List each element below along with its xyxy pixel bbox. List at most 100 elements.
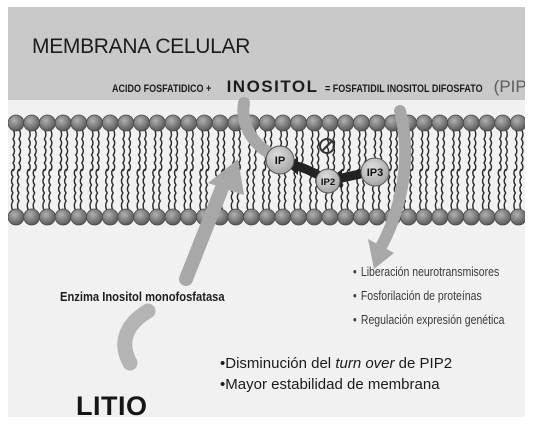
lipid-tail [483,169,485,211]
lipid-tail [396,129,398,171]
lipid-head [463,115,479,131]
lipid-tail [92,129,94,171]
lipid-head [479,209,495,225]
consequence-text: Disminución del [225,355,335,372]
lipid-tail [107,129,109,171]
lipid-tail [457,169,459,211]
lipid-tail [247,169,249,211]
lipid-tail [467,169,469,211]
ip-node-label: IP [275,155,285,167]
lipid-head [55,115,71,131]
effect-item: Liberación neurotransmisores [353,263,504,287]
lipid-tail [420,169,422,211]
lipid-tail [139,129,141,171]
lipid-tail [504,169,506,211]
lipid-head [8,209,24,225]
lipid-head [259,115,275,131]
lipid-head [338,209,354,225]
lipid-tail [521,129,523,171]
lipid-head [8,115,24,131]
effect-item: Fosforilación de proteínas [353,287,504,311]
lipid-tail [190,169,192,211]
lipid-tail [90,169,92,211]
lipid-head [71,209,87,225]
lipid-tail [489,169,491,211]
lipid-tail [427,129,429,171]
lipid-head [510,115,525,131]
ip3-node-label: IP3 [367,167,384,179]
lipid-tail [98,129,100,171]
lipid-tail [169,169,171,211]
lipid-tail [443,129,445,171]
lipid-tail [33,169,35,211]
lipid-tail [76,129,78,171]
lipid-head [181,115,197,131]
lipid-tail [44,129,46,171]
lipid-tail [159,169,161,211]
lipid-head [291,115,307,131]
lipid-tail [184,169,186,211]
lipid-tail [35,129,37,171]
lipid-tail [263,169,265,211]
lipid-head [463,209,479,225]
lipid-tail [27,169,29,211]
lipid-tail [153,169,155,211]
lipid-head [149,115,165,131]
lipid-tail [441,169,443,211]
lipid-tail [29,129,31,171]
lipid-tail [500,129,502,171]
lipid-tail [49,169,51,211]
lipid-tail [143,169,145,211]
lipid-tail [498,169,500,211]
lipid-tail [490,129,492,171]
consequence-item: Disminución del turn over de PIP2 [220,353,452,374]
lipid-head [322,209,338,225]
lipid-head [369,115,385,131]
lipid-tail [18,169,20,211]
lipid-tail [43,169,45,211]
lipid-tail [410,169,412,211]
lipid-tail [473,169,475,211]
lipid-tail [269,169,271,211]
lipid-tail [437,129,439,171]
lipid-tail [186,129,188,171]
lipid-heads-inner [8,209,525,225]
lipid-head [87,115,103,131]
lipid-tail [106,169,108,211]
lipid-tail [50,129,52,171]
consequence-italic: turn over [335,355,394,372]
lipid-head [244,209,260,225]
lipid-tail [284,169,286,211]
lipid-head [149,209,165,225]
inhibition-icon [320,139,334,153]
lipid-head [306,209,322,225]
lipid-head [165,115,181,131]
lipid-head [102,209,118,225]
enzyme-label: Enzima Inositol monofosfatasa [60,289,225,304]
ip-node: IP [266,146,294,174]
lipid-tail [474,129,476,171]
lipid-head [118,209,134,225]
lipid-tail [223,129,225,171]
lipid-tail [145,129,147,171]
lipid-tail [317,129,319,171]
lipid-head [181,209,197,225]
lipid-tail [300,169,302,211]
lipid-head [102,115,118,131]
lipid-head [322,115,338,131]
enzyme-arrow [186,183,224,279]
lipid-tail [520,169,522,211]
lipid-tail [207,129,209,171]
lipid-tail [506,129,508,171]
lipid-tail [453,129,455,171]
lipid-head [416,115,432,131]
lipid-tail [468,129,470,171]
lipid-head [479,115,495,131]
lipid-head [448,115,464,131]
lipid-head [495,209,511,225]
lipid-head [401,209,417,225]
lipid-tail [121,169,123,211]
lipid-tail [421,129,423,171]
lipid-head [24,209,40,225]
lipid-heads-outer [8,115,525,131]
